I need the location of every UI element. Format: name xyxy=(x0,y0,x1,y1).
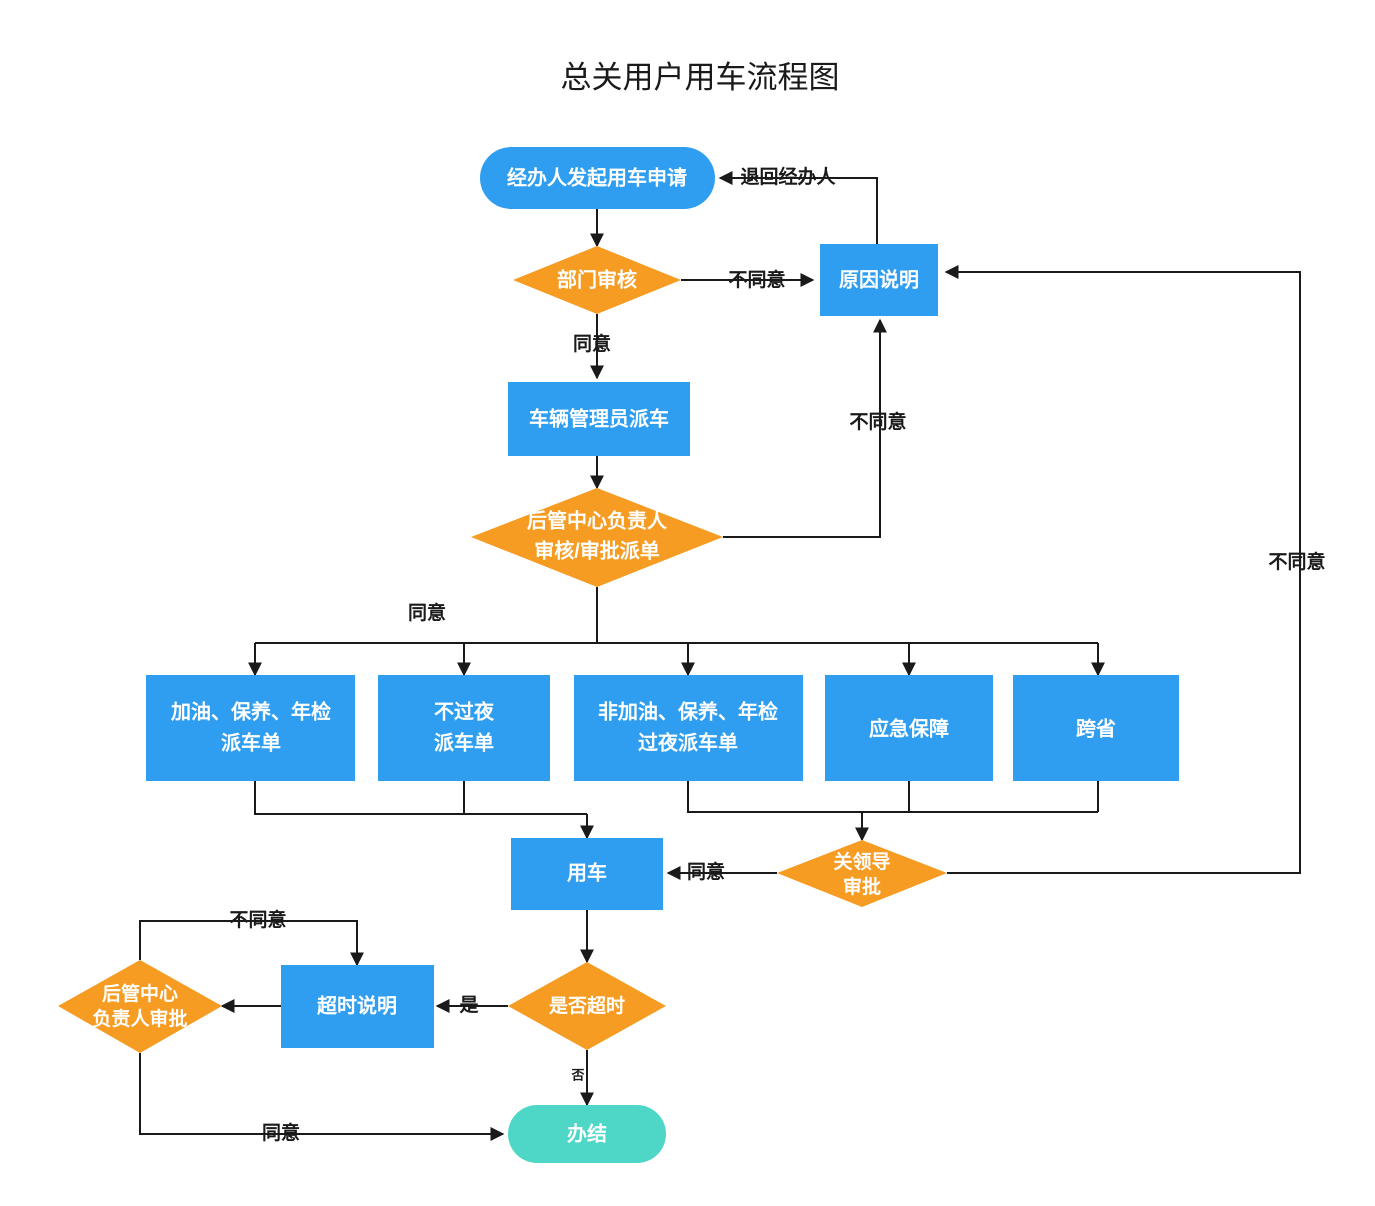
node-order-fuel-shape[interactable] xyxy=(146,675,355,781)
node-reason-shape[interactable] xyxy=(820,244,938,316)
node-center-approve-label-line2: 负责人审批 xyxy=(92,1007,187,1030)
node-center-review-label-line2: 审核/审批派单 xyxy=(534,538,660,562)
edge-center-reject-to-reason xyxy=(723,318,887,538)
edge-label-leader-reject: 不同意 xyxy=(1268,550,1325,573)
node-emergency-shape[interactable] xyxy=(825,675,993,781)
node-order-fuel[interactable]: 加油、保养、年检 派车单 xyxy=(146,675,355,781)
edge-label-center-reject: 不同意 xyxy=(849,410,906,433)
node-center-approve-shape[interactable] xyxy=(58,960,222,1053)
node-center-review-label-line1: 后管中心负责人 xyxy=(527,508,668,532)
node-order-night-label-line2: 过夜派车单 xyxy=(638,730,738,754)
node-crossprov-shape[interactable] xyxy=(1013,675,1179,781)
node-order-day-label-line1: 不过夜 xyxy=(434,699,495,723)
node-done-shape[interactable] xyxy=(508,1105,666,1163)
edge-label-layer: 退回经办人 不同意 同意 不同意 同意 不同意 同意 是 否 不同意 同意 xyxy=(229,165,1325,1144)
edge-center-approve-reject-to-note xyxy=(139,920,364,967)
node-emergency-label: 应急保障 xyxy=(869,716,949,740)
edge-order-night-to-leader xyxy=(687,781,1098,813)
node-leader-approve-shape[interactable] xyxy=(777,840,947,907)
edge-label-dept-reject: 不同意 xyxy=(728,268,785,291)
node-overtime-question-label: 是否超时 xyxy=(549,994,625,1017)
page-title: 总关用户用车流程图 xyxy=(561,60,840,95)
node-order-day-shape[interactable] xyxy=(378,675,550,781)
node-start[interactable]: 经办人发起用车申请 xyxy=(480,147,715,209)
node-done-label: 办结 xyxy=(567,1121,607,1145)
node-center-review[interactable]: 后管中心负责人 审核/审批派单 xyxy=(471,488,723,587)
node-use-car-label: 用车 xyxy=(567,860,607,884)
node-order-fuel-label-line2: 派车单 xyxy=(221,730,281,754)
node-use-car[interactable]: 用车 xyxy=(511,838,663,910)
node-crossprov[interactable]: 跨省 xyxy=(1013,675,1179,781)
node-use-car-shape[interactable] xyxy=(511,838,663,910)
node-leader-approve-label-line1: 关领导 xyxy=(833,850,890,873)
node-dispatcher-shape[interactable] xyxy=(508,382,690,456)
node-overtime-note-label: 超时说明 xyxy=(316,993,397,1017)
node-emergency[interactable]: 应急保障 xyxy=(825,675,993,781)
node-order-day[interactable]: 不过夜 派车单 xyxy=(378,675,550,781)
node-done[interactable]: 办结 xyxy=(508,1105,666,1163)
node-dept-review-shape[interactable] xyxy=(513,246,681,314)
node-order-night[interactable]: 非加油、保养、年检 过夜派车单 xyxy=(574,675,803,781)
edge-label-center-agree: 同意 xyxy=(408,601,446,624)
edge-label-approve-agree: 同意 xyxy=(262,1121,300,1144)
node-order-night-label-line1: 非加油、保养、年检 xyxy=(598,699,778,723)
edge-label-overtime-yes: 是 xyxy=(459,994,478,1016)
node-dispatcher[interactable]: 车辆管理员派车 xyxy=(508,382,690,456)
node-dispatcher-label: 车辆管理员派车 xyxy=(529,406,669,430)
edge-center-approve-agree-to-done xyxy=(139,1053,505,1141)
node-order-day-label-line2: 派车单 xyxy=(434,730,494,754)
edge-label-leader-agree: 同意 xyxy=(687,860,725,883)
node-center-review-shape[interactable] xyxy=(471,488,723,587)
node-order-fuel-label-line1: 加油、保养、年检 xyxy=(170,699,331,723)
edge-leader-reject-to-reason xyxy=(944,265,1301,874)
node-overtime-note-shape[interactable] xyxy=(281,965,434,1048)
edge-reason-to-start xyxy=(718,171,878,244)
node-overtime-note[interactable]: 超时说明 xyxy=(281,965,434,1048)
node-dept-review-label: 部门审核 xyxy=(557,267,637,291)
edge-label-overtime-no: 否 xyxy=(570,1067,584,1082)
node-order-night-shape[interactable] xyxy=(574,675,803,781)
edge-label-dept-agree: 同意 xyxy=(573,332,611,355)
node-center-approve-label-line1: 后管中心 xyxy=(102,982,178,1005)
node-reason[interactable]: 原因说明 xyxy=(820,244,938,316)
node-overtime-question-shape[interactable] xyxy=(508,962,666,1050)
edge-label-approve-reject: 不同意 xyxy=(229,908,286,931)
node-leader-approve[interactable]: 关领导 审批 xyxy=(777,840,947,907)
node-crossprov-label: 跨省 xyxy=(1076,717,1116,740)
node-center-approve[interactable]: 后管中心 负责人审批 xyxy=(58,960,222,1053)
node-dept-review[interactable]: 部门审核 xyxy=(513,246,681,314)
node-reason-label: 原因说明 xyxy=(839,267,919,291)
node-leader-approve-label-line2: 审批 xyxy=(843,875,881,898)
node-start-label: 经办人发起用车申请 xyxy=(507,165,687,189)
node-overtime-question[interactable]: 是否超时 xyxy=(508,962,666,1050)
edge-label-return-to-applicant: 退回经办人 xyxy=(740,165,836,188)
edge-order-fuel-to-use-car xyxy=(254,781,587,815)
edge-layer xyxy=(139,171,1301,1141)
node-start-shape[interactable] xyxy=(480,147,715,209)
